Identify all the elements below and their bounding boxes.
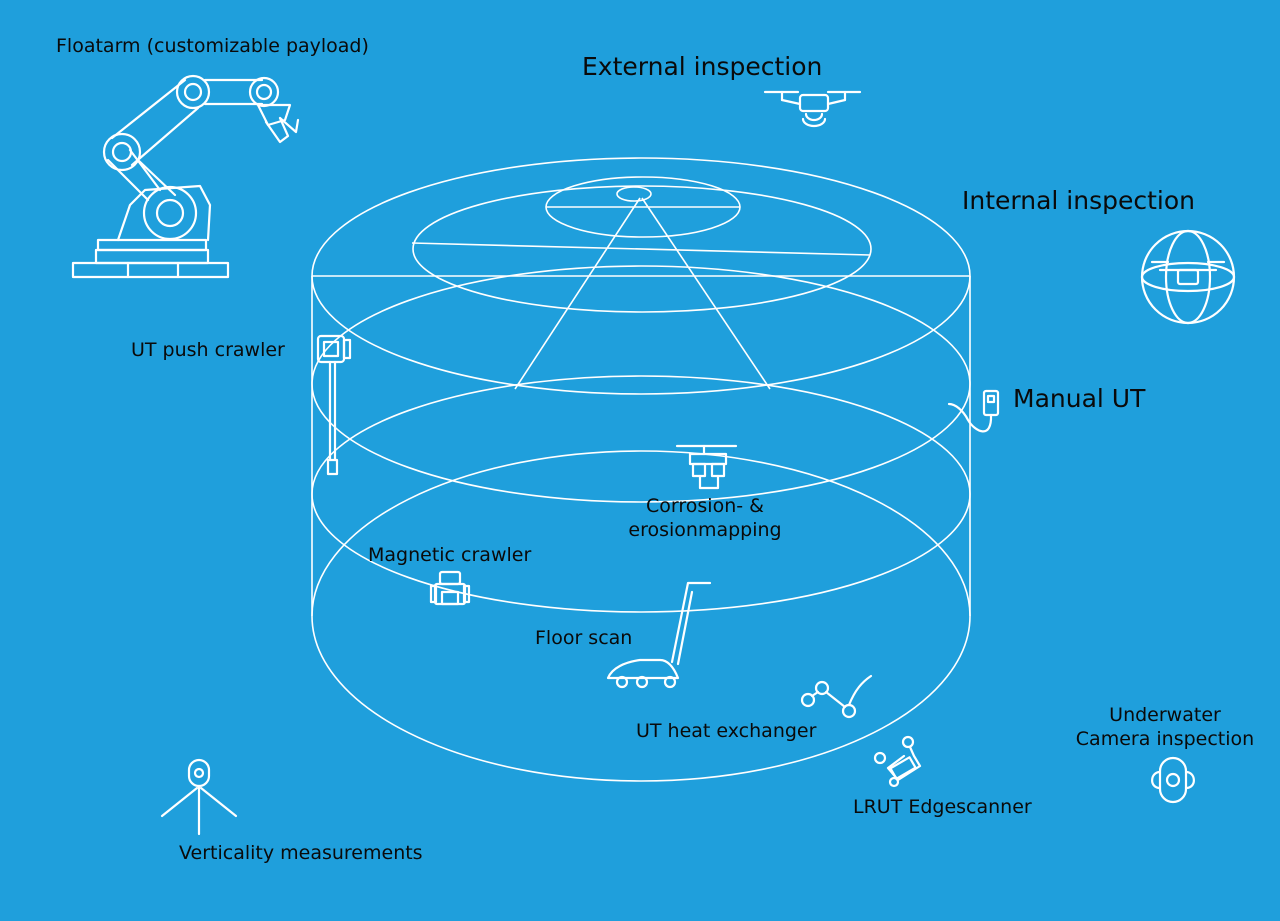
drone-icon xyxy=(763,90,862,128)
floatarm-label: Floatarm (customizable payload) xyxy=(56,35,369,57)
underwater-label-line1: Underwater xyxy=(1109,704,1221,726)
heat-exchanger-arm-icon xyxy=(800,674,873,719)
edgescanner-icon xyxy=(873,735,922,788)
external-inspection-label: External inspection xyxy=(582,52,823,81)
robot-arm-icon xyxy=(71,74,300,279)
caged-drone-icon xyxy=(1140,229,1236,325)
corrosion-label: Corrosion- & erosionmapping xyxy=(620,494,790,542)
ut-heat-exchanger-label: UT heat exchanger xyxy=(636,720,817,742)
verticality-label: Verticality measurements xyxy=(179,842,423,864)
underwater-camera-icon xyxy=(1151,756,1195,804)
magnetic-crawler-icon xyxy=(429,570,471,606)
corrosion-label-line2: erosionmapping xyxy=(628,519,782,541)
floor-scanner-icon xyxy=(606,581,712,689)
magnetic-crawler-label: Magnetic crawler xyxy=(368,544,532,566)
corrosion-mapping-icon xyxy=(675,444,738,490)
ut-probe-icon xyxy=(947,389,1000,433)
tank-wireframe xyxy=(311,157,971,782)
tripod-icon xyxy=(160,758,238,836)
corrosion-label-line1: Corrosion- & xyxy=(646,495,764,517)
manual-ut-label: Manual UT xyxy=(1013,384,1146,413)
lrut-edgescanner-label: LRUT Edgescanner xyxy=(853,796,1032,818)
underwater-label: Underwater Camera inspection xyxy=(1070,703,1260,751)
push-crawler-icon xyxy=(316,334,352,476)
floor-scan-label: Floor scan xyxy=(535,627,633,649)
ut-push-crawler-label: UT push crawler xyxy=(131,339,285,361)
underwater-label-line2: Camera inspection xyxy=(1075,728,1255,750)
internal-inspection-label: Internal inspection xyxy=(962,186,1195,215)
